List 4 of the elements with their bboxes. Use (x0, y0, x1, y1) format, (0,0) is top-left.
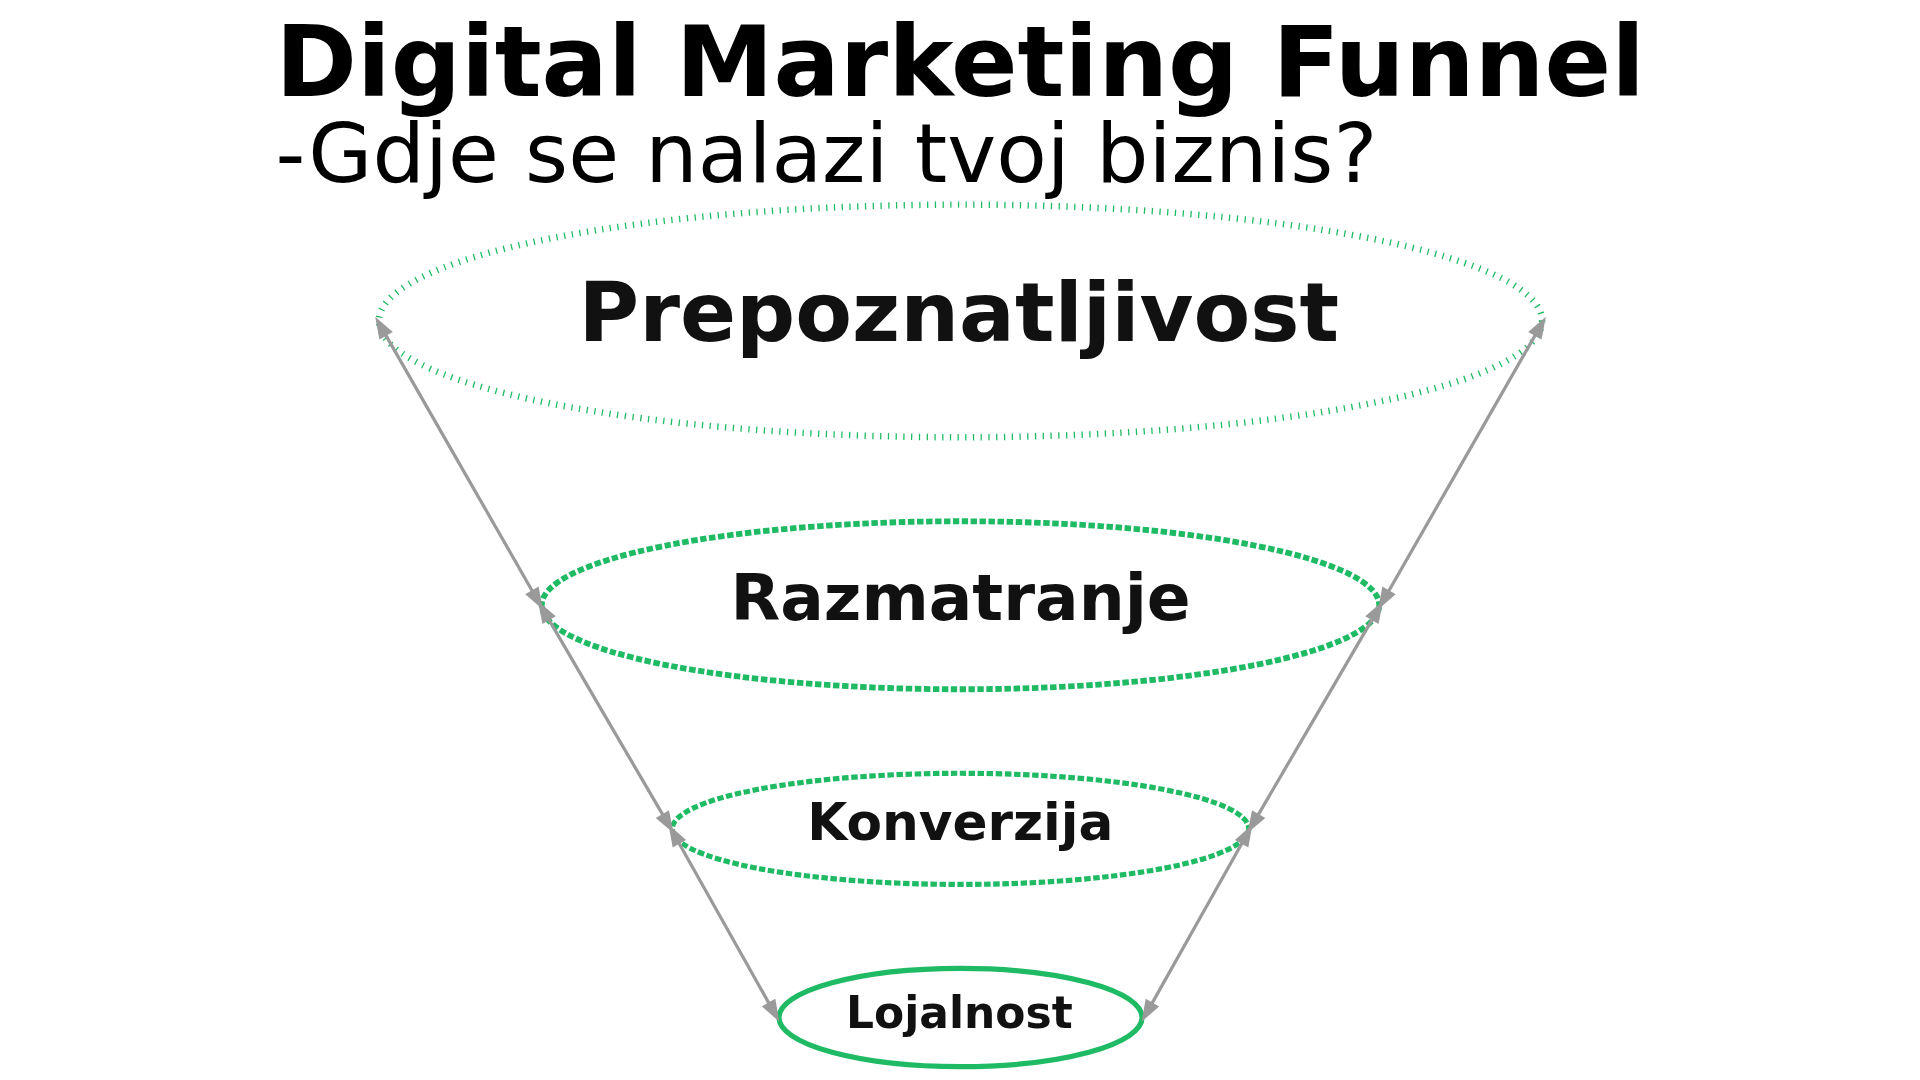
arrow (668, 824, 779, 1022)
diagram-title: Digital Marketing Funnel -Gdje se nalazi tvoj biznis? (275, 4, 1645, 202)
arrow (1141, 824, 1252, 1022)
node-ellipse: Lojalnost (775, 965, 1145, 1070)
